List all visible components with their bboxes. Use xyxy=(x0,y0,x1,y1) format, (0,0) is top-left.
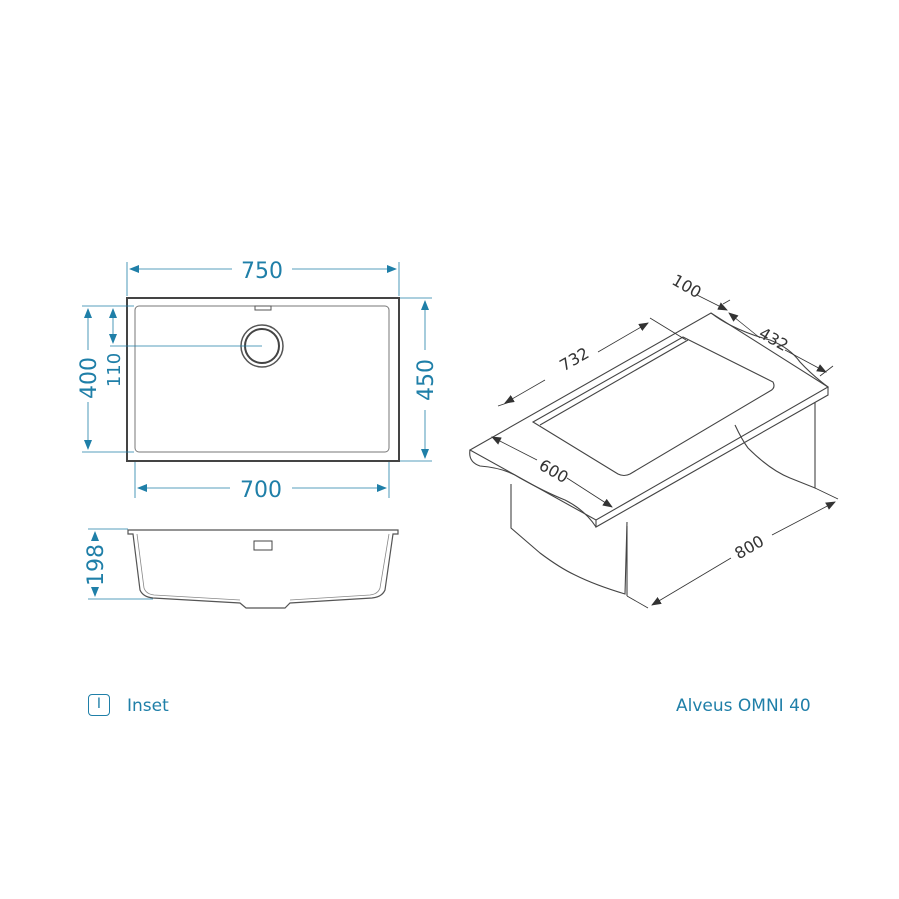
dim-cabinet-width: 800 xyxy=(731,531,767,563)
overflow-slot xyxy=(254,305,272,311)
product-name-label: Alveus OMNI 40 xyxy=(676,696,811,716)
isometric-dimensions xyxy=(491,294,839,609)
dim-overall-depth: 450 xyxy=(414,359,439,401)
isometric-view xyxy=(468,312,830,596)
top-view: 750 700 450 400 110 xyxy=(77,259,439,503)
dim-inner-width: 700 xyxy=(240,478,282,503)
dim-overall-width: 750 xyxy=(241,259,283,284)
dim-inner-depth: 400 xyxy=(77,357,102,399)
dim-drain-offset: 110 xyxy=(104,353,125,387)
side-view: 198 xyxy=(84,528,399,609)
sink-outer-outline xyxy=(126,297,400,462)
dim-back-margin: 100 xyxy=(669,270,705,302)
mount-type-label: Inset xyxy=(127,696,169,716)
dim-cutout-width: 732 xyxy=(556,343,592,375)
overflow-slot-side xyxy=(253,540,273,551)
dim-bowl-depth: 198 xyxy=(84,544,109,586)
sink-profile xyxy=(127,529,399,609)
sink-bowl-outline xyxy=(134,305,390,453)
inset-mount-icon: I xyxy=(88,694,110,716)
